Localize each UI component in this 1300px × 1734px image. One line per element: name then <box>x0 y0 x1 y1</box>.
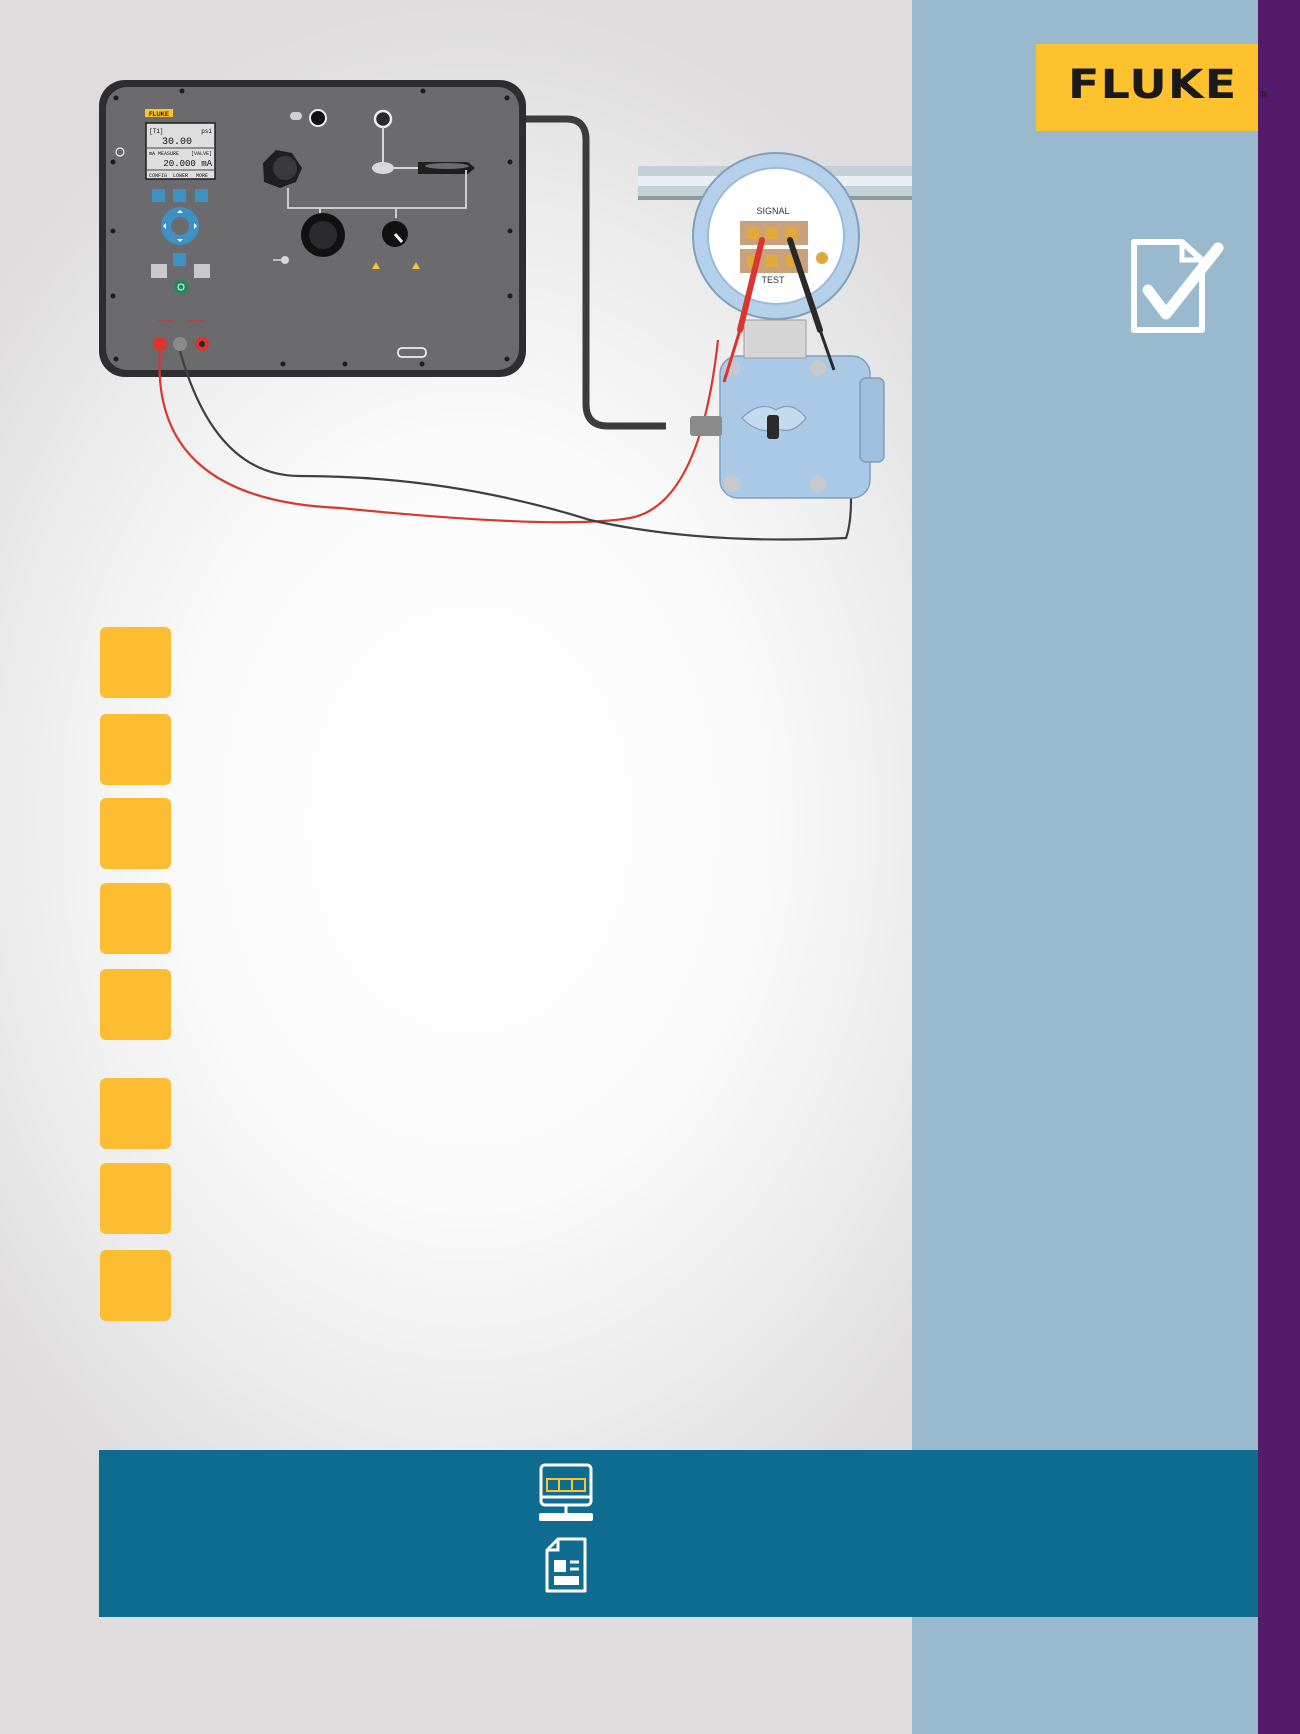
svg-text:FLUKE: FLUKE <box>149 112 169 118</box>
step-marker-1 <box>100 627 171 698</box>
video-monitor-icon[interactable] <box>538 1462 594 1524</box>
svg-text:TEST: TEST <box>761 275 785 285</box>
resources-banner <box>99 1450 1258 1617</box>
red-test-lead <box>158 339 720 524</box>
svg-text:MORE: MORE <box>196 173 208 179</box>
step-marker-2 <box>100 714 171 785</box>
black-test-lead <box>178 350 853 541</box>
svg-text:[T1]: [T1] <box>149 128 163 135</box>
step-marker-6 <box>100 1078 171 1149</box>
pressure-hose <box>383 115 666 430</box>
step-marker-5 <box>100 969 171 1040</box>
document-icon[interactable] <box>544 1536 588 1594</box>
step-marker-4 <box>100 883 171 954</box>
svg-text:LOWER: LOWER <box>173 173 188 179</box>
logo-text: FLUKE <box>1068 62 1238 108</box>
fluke-logo[interactable]: FLUKE ® <box>1036 44 1267 131</box>
calibrator-logo <box>145 109 173 117</box>
checklist-icon <box>1131 239 1224 333</box>
svg-text:[VALVE]: [VALVE] <box>191 151 212 157</box>
svg-text:CONFIG: CONFIG <box>149 173 167 179</box>
svg-text:20.000 mA: 20.000 mA <box>163 159 212 169</box>
step-marker-3 <box>100 798 171 869</box>
calibration-diagram: FLUKE [T1] psi 30.00 mA MEASURE [VALVE] … <box>99 80 912 541</box>
svg-text:psi: psi <box>201 128 212 135</box>
step-marker-7 <box>100 1163 171 1234</box>
svg-text:30.00: 30.00 <box>162 137 192 148</box>
svg-text:SIGNAL: SIGNAL <box>756 206 789 216</box>
svg-text:mA MEASURE: mA MEASURE <box>149 151 179 157</box>
step-marker-8 <box>100 1250 171 1321</box>
purple-edge-bar <box>1258 0 1300 1734</box>
logo-registered-mark: ® <box>1260 90 1268 101</box>
